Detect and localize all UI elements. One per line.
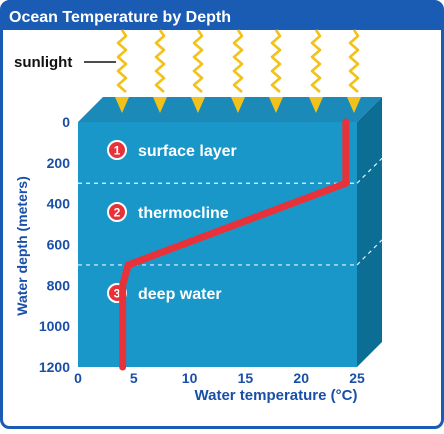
y-tick-label: 0 [62, 114, 70, 130]
sun-ray-arrowhead-1 [115, 97, 129, 113]
layer-boundaries [78, 157, 383, 266]
diagram-title: Ocean Temperature by Depth [9, 9, 231, 26]
layer-boundary-side-1 [356, 157, 383, 184]
temperature-profile-line [119, 118, 350, 371]
sun-ray-4 [232, 29, 244, 93]
layer-1-badge [107, 140, 127, 160]
sun-ray-5 [270, 29, 282, 93]
block-side-face [357, 97, 382, 367]
block-top-face [78, 97, 382, 122]
y-axis-ticks: 0 200 400 600 800 1000 1200 [39, 114, 70, 375]
sun-ray-arrowhead-3 [191, 97, 205, 113]
y-tick-label: 200 [47, 155, 71, 171]
layer-2-label: thermocline [138, 205, 229, 222]
sun-ray-2 [154, 29, 166, 93]
sunlight-rays [115, 29, 361, 113]
x-tick-label: 25 [349, 370, 365, 386]
x-tick-label: 15 [238, 370, 254, 386]
sun-ray-arrowhead-2 [153, 97, 167, 113]
sun-ray-arrowhead-7 [347, 97, 361, 113]
y-tick-label: 400 [47, 196, 71, 212]
x-axis-label: Water temperature (°C) [195, 387, 358, 404]
layer-1-number: 1 [114, 144, 121, 158]
y-tick-label: 800 [47, 277, 71, 293]
sunlight-label: sunlight [14, 54, 72, 71]
sun-ray-arrowhead-5 [269, 97, 283, 113]
sun-ray-arrowhead-6 [309, 97, 323, 113]
sun-ray-7 [348, 29, 360, 93]
y-axis-label: Water depth (meters) [14, 176, 30, 316]
x-tick-label: 10 [182, 370, 198, 386]
layer-3-number: 3 [114, 287, 121, 301]
header-bar [1, 1, 443, 30]
sun-ray-arrowhead-4 [231, 97, 245, 113]
layer-2-number: 2 [114, 206, 121, 220]
layer-boundary-side-2 [356, 239, 383, 266]
x-tick-label: 5 [130, 370, 138, 386]
y-tick-label: 1200 [39, 359, 70, 375]
x-axis-ticks: 0 5 10 15 20 25 [74, 370, 365, 386]
layer-3-label: deep water [138, 286, 222, 303]
layer-2-badge [107, 202, 127, 222]
y-tick-label: 1000 [39, 318, 70, 334]
layer-1-label: surface layer [138, 143, 237, 160]
sun-ray-6 [310, 29, 322, 93]
x-tick-label: 0 [74, 370, 82, 386]
y-tick-label: 600 [47, 237, 71, 253]
sun-ray-1 [116, 29, 128, 93]
sun-ray-3 [192, 29, 204, 93]
x-tick-label: 20 [293, 370, 309, 386]
